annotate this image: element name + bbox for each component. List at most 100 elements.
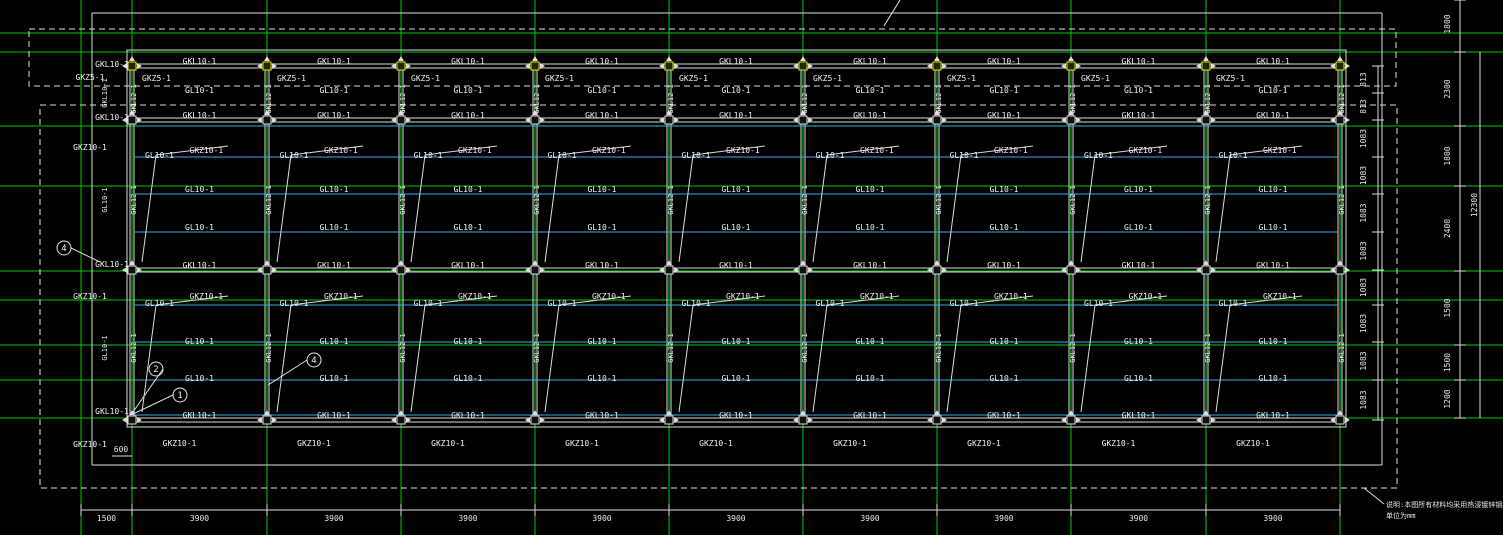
vertical-beam-label: GKL12-1 [667, 333, 675, 363]
beam-label: GKL10-1 [585, 57, 619, 66]
arrow-marker [525, 267, 530, 273]
vertical-beam-label: GKL12-1 [1069, 84, 1077, 114]
beam-label: GKL10-1 [95, 260, 129, 269]
leader-line-diagonal [410, 304, 426, 413]
beam-label: GL10-1 [185, 337, 214, 346]
beam-label: GKL10-1 [853, 111, 887, 120]
beam-label: GL10-1 [454, 185, 483, 194]
beam-label: GKL10-1 [317, 111, 351, 120]
beam-label: GL10-1 [320, 86, 349, 95]
beam-label: GL10-1 [280, 299, 309, 308]
beam-label: GKZ10-1 [699, 439, 733, 448]
arrow-marker [525, 63, 530, 69]
beam-label: GKZ10-1 [190, 146, 224, 155]
arrow-marker [1330, 267, 1335, 273]
beam-label: GL10-1 [454, 337, 483, 346]
drawing-note-line-2: 单位为mm [1386, 511, 1415, 520]
arrow-marker [793, 267, 798, 273]
beam-label: GKL10-1 [183, 111, 217, 120]
arrow-marker [808, 267, 813, 273]
arrow-marker [1330, 417, 1335, 423]
beam-label: GKL10-1 [987, 411, 1021, 420]
beam-label: GKZ10-1 [324, 146, 358, 155]
beam-label: GKZ10-1 [592, 146, 626, 155]
beam-label: GKZ10-1 [1263, 292, 1297, 301]
dimension-value: 1083 [1359, 241, 1368, 260]
vertical-beam-label: GKL12-1 [935, 84, 943, 114]
arrow-marker [1076, 117, 1081, 123]
dimension-value: 1083 [1359, 203, 1368, 222]
beam-label: GKZ10-1 [431, 439, 465, 448]
beam-labels: GKL10-1GL10-1GKL10-1GL10-1GKZ10-1GL10-1G… [73, 57, 1346, 449]
beam-label: GKL10-1 [719, 111, 753, 120]
leader-line-diagonal [558, 145, 632, 156]
leader-line-callout [132, 394, 174, 415]
beam-label: GKL10-1 [451, 57, 485, 66]
dimension-value: 1500 [1443, 353, 1452, 372]
arrow-marker [666, 260, 672, 265]
arrow-marker [659, 267, 664, 273]
arrow-marker [800, 260, 806, 265]
beam-label: GKL10-1 [719, 411, 753, 420]
beam-label: GKZ10-1 [726, 292, 760, 301]
leader-line-diagonal [960, 295, 1034, 306]
arrow-marker [1337, 260, 1343, 265]
arrow-marker [532, 56, 538, 61]
beam-label: GL10-1 [816, 151, 845, 160]
dimension-value: 3900 [726, 514, 745, 523]
beam-label: GKL10-1 [853, 261, 887, 270]
beam-label: GL10-1 [320, 185, 349, 194]
dimension-value: 813 [1359, 72, 1368, 87]
beam-label: GKZ5-1 [813, 74, 842, 83]
dimension-value: 1083 [1359, 278, 1368, 297]
column-node [262, 61, 272, 71]
beam-label: GKL10-1 [183, 261, 217, 270]
arrow-marker [1061, 117, 1066, 123]
beam-label: GL10-1 [1259, 374, 1288, 383]
arrow-marker [1211, 63, 1216, 69]
vertical-beam-label: GKL12-1 [1069, 185, 1077, 215]
leader-line-diagonal [678, 154, 694, 263]
arrow-marker [1068, 410, 1074, 415]
leader-line-diagonal [1094, 145, 1168, 156]
beam-label: GKL10-1 [1122, 261, 1156, 270]
beam-label: GL10-1 [950, 299, 979, 308]
callout-marker-2: 2 [148, 361, 164, 377]
arrow-marker [1203, 410, 1209, 415]
arrow-marker [257, 267, 262, 273]
arrow-marker [122, 117, 127, 123]
leader-line-diagonal [1215, 304, 1231, 413]
arrow-marker [532, 410, 538, 415]
arrow-marker [1196, 417, 1201, 423]
column-node [530, 61, 540, 71]
leader-line-diagonal [290, 145, 364, 156]
column-node [798, 115, 808, 125]
column-node [798, 415, 808, 425]
dimension-value: 1083 [1359, 390, 1368, 409]
beam-label: GL10-1 [682, 299, 711, 308]
arrow-marker [1211, 117, 1216, 123]
beam-label: GL10-1 [856, 86, 885, 95]
column-node [798, 265, 808, 275]
dimension-value: 3900 [458, 514, 477, 523]
beam-label: GL10-1 [588, 223, 617, 232]
arrow-marker [540, 417, 545, 423]
dimension-value: 3900 [994, 514, 1013, 523]
dashed-roof-boundary [39, 104, 1398, 489]
arrow-marker [122, 417, 127, 423]
callout-label: 1 [177, 391, 182, 401]
leader-line-diagonal [1080, 304, 1096, 413]
column-node [262, 265, 272, 275]
arrow-marker [272, 63, 277, 69]
beam-label: GKZ10-1 [565, 439, 599, 448]
beam-label: GKZ10-1 [726, 146, 760, 155]
arrow-marker [659, 417, 664, 423]
beam-label: GKZ10-1 [860, 146, 894, 155]
arrow-marker [674, 267, 679, 273]
arrow-marker [129, 56, 135, 61]
beam-label: GL10-1 [1084, 151, 1113, 160]
arrow-marker [264, 56, 270, 61]
column-node [530, 115, 540, 125]
column-node [127, 415, 137, 425]
vertical-beam-label: GKL12-1 [399, 333, 407, 363]
